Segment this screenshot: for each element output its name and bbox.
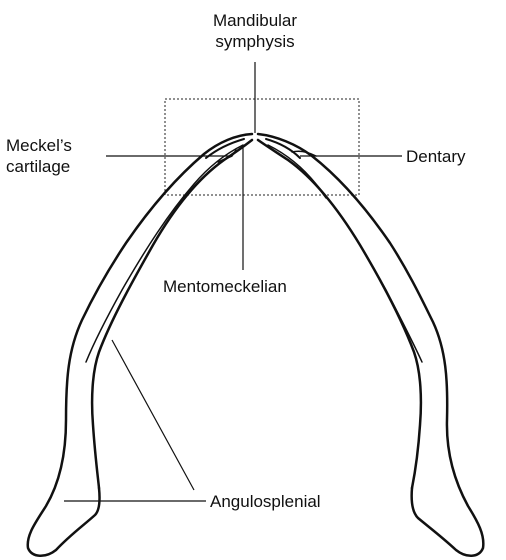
label-meckels-cartilage-line2: cartilage	[6, 156, 72, 177]
label-meckels-cartilage: Meckel’s cartilage	[6, 135, 72, 177]
label-mandibular-symphysis: Mandibular symphysis	[195, 10, 315, 52]
label-mentomeckelian: Mentomeckelian	[163, 276, 287, 297]
label-mandibular-symphysis-line1: Mandibular	[195, 10, 315, 31]
label-mandibular-symphysis-line2: symphysis	[195, 31, 315, 52]
label-meckels-cartilage-line1: Meckel’s	[6, 135, 72, 156]
label-angulosplenial: Angulosplenial	[210, 491, 321, 512]
label-dentary: Dentary	[406, 146, 466, 167]
symphysis-inset-box	[165, 99, 359, 195]
leader-angulosplenial-upper	[112, 340, 194, 490]
